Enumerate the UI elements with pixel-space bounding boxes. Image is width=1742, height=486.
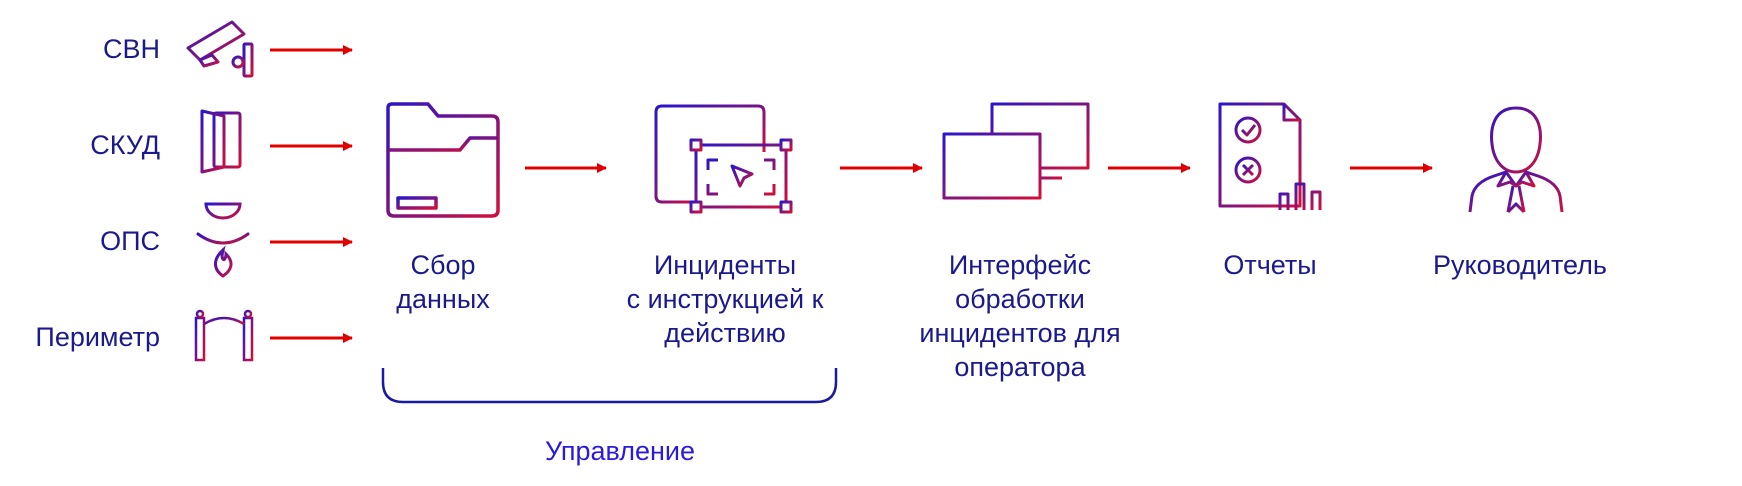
perimeter-gate-icon <box>194 309 254 362</box>
folder-icon <box>386 102 500 218</box>
fire-alarm-sensor-icon <box>196 202 250 278</box>
source-label-skud: СКУД <box>90 130 160 160</box>
bracket-label-management: Управление <box>544 436 696 466</box>
report-document-icon <box>1218 102 1332 212</box>
source-label-ops: ОПС <box>100 226 160 256</box>
stage-label-data-collection: Сбор данных <box>396 250 490 314</box>
manager-person-icon <box>1468 106 1564 214</box>
stage-label-manager: Руководитель <box>1433 250 1607 280</box>
source-label-perimeter: Периметр <box>35 322 160 352</box>
stage-label-operator-interface: Интерфейс обработки инцидентов для опера… <box>919 250 1121 382</box>
stage-label-reports: Отчеты <box>1223 250 1317 280</box>
management-bracket <box>381 368 838 404</box>
monitors-icon <box>942 102 1090 214</box>
stage-label-incidents: Инциденты с инструкцией к действию <box>626 250 824 348</box>
source-label-svn: СВН <box>102 34 160 64</box>
cctv-camera-icon <box>186 20 254 78</box>
window-selection-icon <box>654 104 793 214</box>
door-access-icon <box>200 109 242 174</box>
